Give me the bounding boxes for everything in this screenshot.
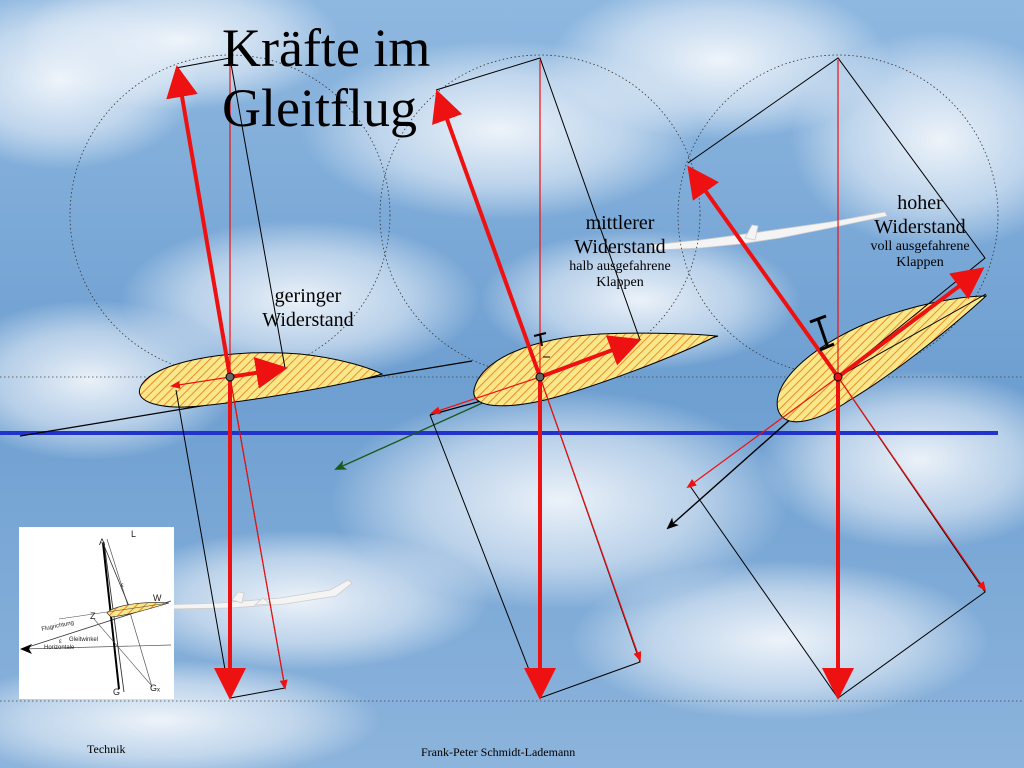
inset-label-epsilon-2: ε [59, 639, 62, 645]
inset-label-a: A [99, 537, 106, 547]
case-label-high-sub2: Klappen [896, 255, 944, 270]
inset-label-l: L [131, 529, 137, 539]
footer-left-label: Technik [87, 742, 126, 756]
lift-vector-3 [687, 165, 840, 379]
case-label-high-line1: hoher [897, 192, 943, 214]
pivot-point-1 [225, 372, 235, 382]
inset-label-g: G [113, 687, 121, 697]
inset-label-gx: Gₓ [150, 683, 160, 693]
case-high-drag [666, 57, 988, 700]
pivot-point-2 [535, 372, 545, 382]
force-circle-1 [69, 54, 391, 376]
force-circle-2 [379, 54, 701, 376]
glider-silhouette-lower [158, 579, 353, 610]
case-medium-drag [334, 57, 719, 700]
airfoil-3 [776, 295, 988, 423]
case-label-medium-line1: mittlerer [585, 212, 655, 234]
case-label-medium-sub1: halb ausgefahrene [569, 259, 671, 274]
case-low-drag [19, 57, 473, 700]
case-label-high: hoher Widerstand voll ausgefahrene Klapp… [850, 191, 990, 271]
case-label-low: geringer Widerstand [238, 284, 378, 332]
pivot-point-3 [833, 372, 843, 382]
case-label-high-line2: Widerstand [874, 216, 966, 238]
inset-diagram-drawing [20, 538, 172, 693]
lift-vector-2 [432, 89, 542, 378]
glider-silhouette-right [649, 211, 888, 251]
inset-label-w: W [153, 593, 162, 603]
drag-vector-3 [836, 267, 985, 379]
case-label-medium-sub2: Klappen [596, 275, 644, 290]
case-label-medium-line2: Widerstand [574, 236, 666, 258]
inset-label-gleitwinkel: Gleitwinkel [69, 637, 99, 643]
airfoil-2 [473, 332, 718, 407]
case-label-low-line2: Widerstand [262, 309, 354, 331]
case-label-medium: mittlerer Widerstand halb ausgefahrene K… [545, 211, 695, 291]
title-line-2: Gleitflug [222, 78, 417, 138]
inset-label-z: Z [90, 611, 96, 621]
inset-label-epsilon-1: ε [121, 583, 124, 589]
drag-vector-2 [539, 335, 642, 379]
slide-title: Kräfte im Gleitflug [222, 18, 482, 138]
drag-vector-1 [229, 356, 288, 389]
lift-vector-1 [166, 65, 232, 378]
footer-author: Frank-Peter Schmidt-Lademann [421, 745, 576, 759]
case-label-low-line1: geringer [274, 285, 342, 307]
inset-label-horizontale: Horizontale [44, 645, 75, 651]
case-label-high-sub1: voll ausgefahrene [870, 239, 970, 254]
title-line-1: Kräfte im [222, 18, 431, 78]
inset-reference-diagram: A L W Z G Gₓ Flugrichtung Gleitwinkel Ho… [19, 527, 174, 699]
force-circle-3 [677, 54, 999, 376]
